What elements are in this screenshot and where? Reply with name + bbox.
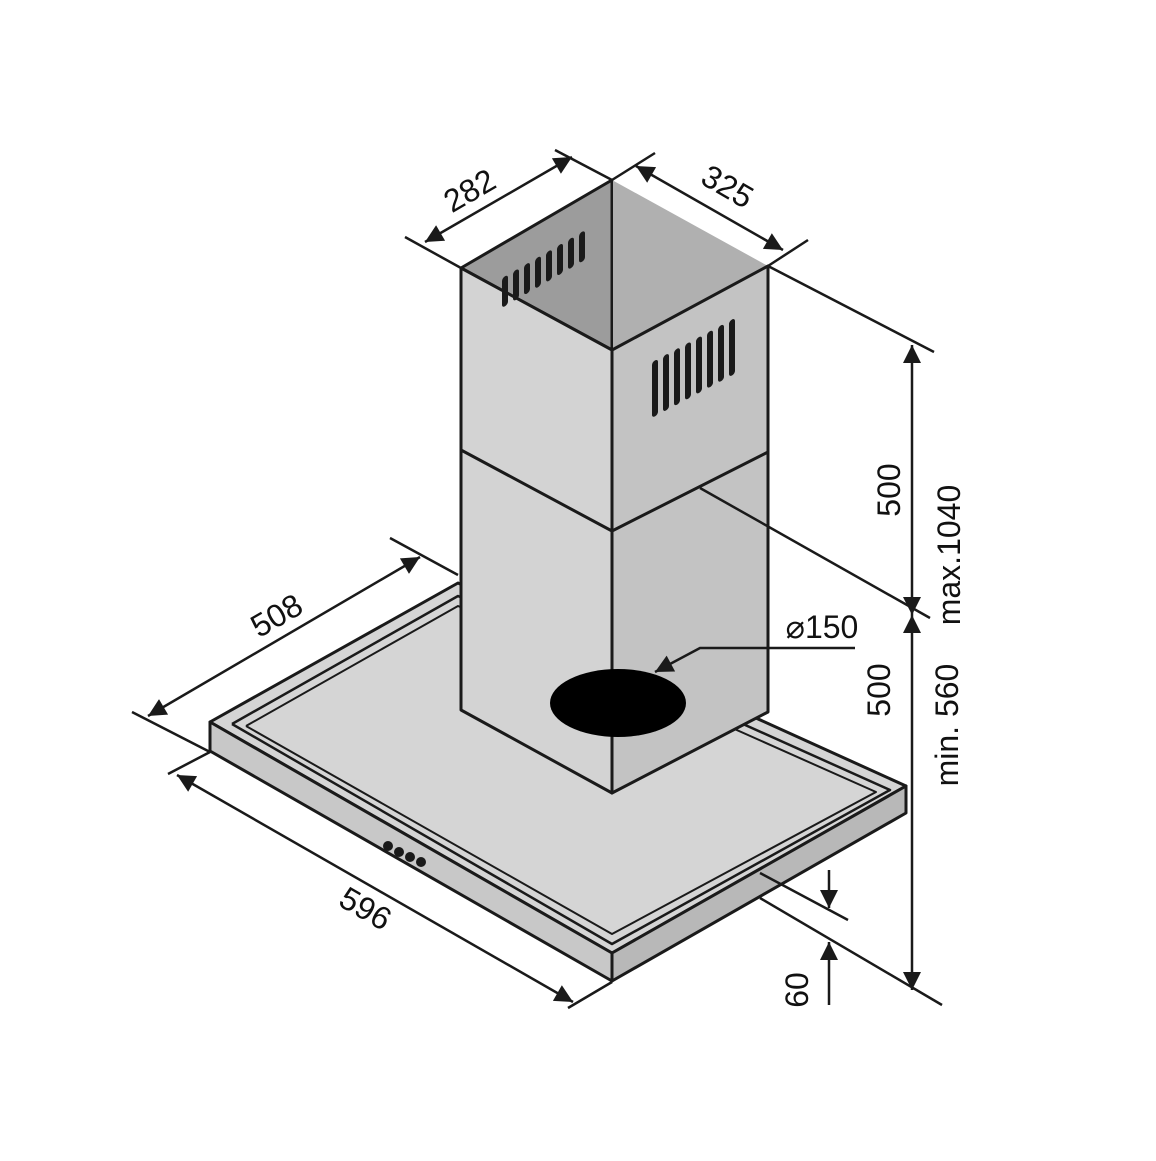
vent-slots-back xyxy=(502,231,585,307)
chimney-section-seam xyxy=(460,448,769,533)
label-lower-height: 500 xyxy=(861,663,897,716)
label-max-height: max.1040 xyxy=(931,485,967,626)
label-hood-width: 596 xyxy=(333,880,397,938)
dim-line-508 xyxy=(147,555,421,718)
label-min-height: min. 560 xyxy=(929,664,965,787)
control-button[interactable] xyxy=(405,852,415,862)
air-outlet xyxy=(550,669,686,737)
label-diameter: ⌀150 xyxy=(786,609,859,645)
dimension-lines xyxy=(131,148,943,1010)
vent-slots-front xyxy=(652,319,735,417)
label-hood-depth: 508 xyxy=(244,587,308,645)
dim-line-325 xyxy=(635,164,784,252)
dim-leader-diameter xyxy=(654,646,855,674)
label-chimney-width: 282 xyxy=(437,162,501,220)
dim-line-596 xyxy=(176,773,574,1004)
chimney-right-face xyxy=(610,264,770,795)
label-hood-thickness: 60 xyxy=(779,972,815,1008)
control-button[interactable] xyxy=(383,841,393,851)
control-button[interactable] xyxy=(416,857,426,867)
label-upper-height: 500 xyxy=(871,463,907,516)
control-button[interactable] xyxy=(394,847,404,857)
dim-line-282 xyxy=(424,155,573,244)
